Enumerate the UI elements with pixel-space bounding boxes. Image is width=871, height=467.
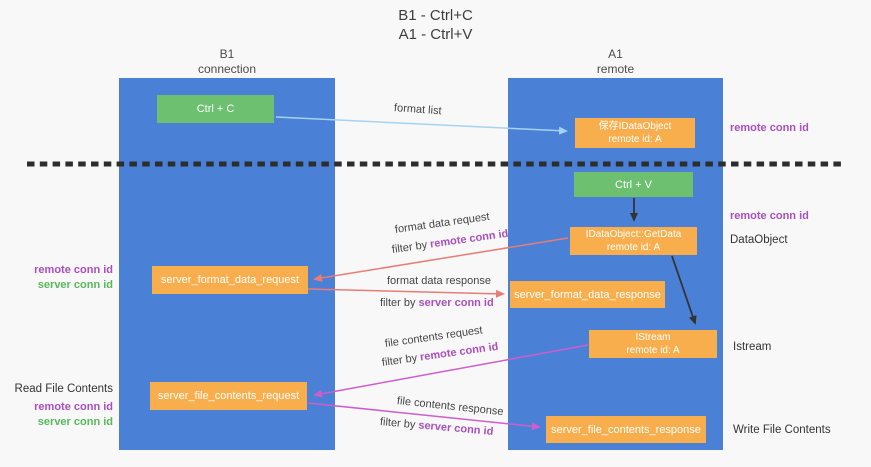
node-server-format-data-request-label: server_format_data_request — [160, 274, 300, 286]
node-ctrl-v-label: Ctrl + V — [615, 178, 652, 191]
node-server-file-contents-request: server_file_contents_request — [150, 382, 307, 410]
arrow-format-request-to-response — [307, 288, 505, 298]
label-istream: Istream — [733, 341, 772, 353]
label-remote-conn-id-top-right: remote conn id — [730, 122, 809, 134]
filter-by-text: filter by — [381, 351, 421, 369]
diagram-title: B1 - Ctrl+C A1 - Ctrl+V — [0, 6, 871, 44]
filter-key-remote-conn-id: remote conn id — [429, 227, 510, 251]
lifeline-b1-name: B1 — [219, 47, 235, 61]
label-remote-conn-id-mid-right: remote conn id — [730, 210, 809, 222]
node-server-file-contents-request-label: server_file_contents_request — [157, 390, 300, 402]
node-server-file-contents-response-label: server_file_contents_response — [551, 423, 701, 436]
node-server-format-data-response: server_format_data_response — [510, 281, 665, 308]
node-getdata-line2: remote id: A — [606, 242, 661, 253]
node-ctrl-c: Ctrl + C — [157, 95, 274, 123]
edge-label-file-contents-response: file contents response — [396, 395, 505, 419]
label-dataobject: DataObject — [730, 234, 788, 246]
edge-label-file-response-filter: filter by server conn id — [379, 416, 493, 438]
node-server-format-data-request: server_format_data_request — [152, 266, 308, 294]
lifeline-b1-role: connection — [197, 62, 257, 76]
filter-key-server-conn-id: server conn id — [418, 297, 494, 309]
node-getdata-line1: IDataObject::GetData — [585, 229, 682, 240]
filter-key-server-conn-id: server conn id — [417, 419, 494, 438]
lifeline-header-b1: B1 connection — [119, 47, 335, 77]
node-server-format-data-response-label: server_format_data_response — [514, 288, 661, 301]
node-ctrl-c-label: Ctrl + C — [196, 103, 235, 115]
node-saved-idataobject-line1: 保存IDataObject — [598, 121, 672, 132]
lifeline-header-a1: A1 remote — [508, 47, 723, 77]
title-line-1: B1 - Ctrl+C — [398, 7, 473, 24]
edge-label-format-response-filter: filter by server conn id — [380, 297, 494, 309]
label-read-file-contents: Read File Contents — [14, 383, 113, 395]
node-ctrl-v: Ctrl + V — [574, 172, 693, 197]
lifeline-a1-name: A1 — [608, 47, 623, 61]
title-line-2: A1 - Ctrl+V — [398, 26, 473, 43]
node-idataobject-getdata: IDataObject::GetData remote id: A — [570, 227, 697, 255]
label-server-conn-id-left-2: server conn id — [37, 416, 113, 428]
node-server-file-contents-response: server_file_contents_response — [546, 416, 706, 443]
filter-by-text: filter by — [379, 416, 419, 432]
node-istream-line2: remote id: A — [626, 345, 680, 356]
edge-label-format-data-response: format data response — [387, 275, 491, 287]
label-remote-conn-id-left-2: remote conn id — [34, 401, 113, 413]
filter-by-text: filter by — [391, 238, 431, 256]
filter-by-text: filter by — [380, 297, 419, 309]
node-istream: IStream remote id: A — [589, 330, 717, 358]
filter-key-remote-conn-id: remote conn id — [419, 340, 500, 364]
label-remote-conn-id-left-1: remote conn id — [34, 264, 113, 276]
label-write-file-contents: Write File Contents — [733, 424, 831, 436]
node-saved-idataobject: 保存IDataObject remote id: A — [575, 118, 695, 148]
node-saved-idataobject-line2: remote id: A — [608, 134, 662, 145]
edge-label-format-list: format list — [393, 102, 442, 118]
node-istream-line1: IStream — [635, 332, 671, 343]
lifeline-a1-role: remote — [596, 62, 635, 76]
label-server-conn-id-left-1: server conn id — [37, 279, 113, 291]
